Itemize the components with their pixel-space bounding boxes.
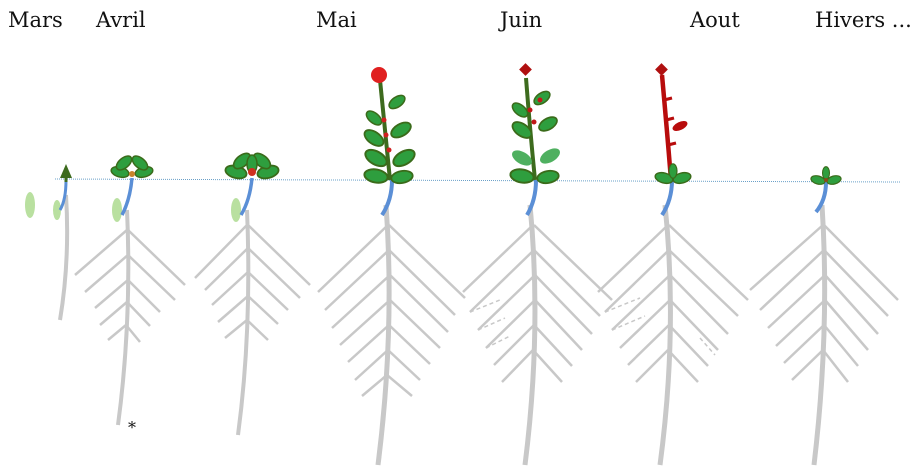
root-main [236, 209, 251, 436]
dead-roots [604, 297, 716, 356]
seed-right [53, 200, 61, 220]
label-aout: Aout [690, 8, 740, 32]
hypocotyl [525, 179, 538, 217]
root-main [657, 204, 673, 466]
ground-line [54, 178, 901, 183]
label-avril: Avril [96, 8, 146, 32]
root-main [811, 204, 828, 466]
rosette [109, 152, 155, 180]
seed [112, 198, 122, 222]
root-branches [317, 224, 466, 397]
root-branches [597, 224, 749, 383]
label-hivers: Hivers ... [815, 8, 912, 32]
hypocotyl [380, 179, 394, 217]
seed-pods [527, 97, 543, 125]
stem-leaves [508, 87, 561, 186]
plant-aout [597, 63, 749, 466]
plant-mars [25, 164, 72, 321]
root-main [375, 204, 392, 466]
seed-head-icon [519, 63, 532, 76]
dry-leaf [672, 121, 688, 131]
seed [231, 198, 241, 222]
plant-juin [462, 63, 613, 466]
hypocotyl [239, 177, 254, 216]
seed-pods [381, 117, 392, 153]
dry-stem-nubs [663, 96, 677, 147]
hypocotyl [120, 177, 134, 216]
root-branches [462, 224, 613, 383]
root-branches [749, 224, 899, 383]
shoot-arrow-icon [60, 164, 72, 178]
root-main [58, 194, 70, 321]
hypocotyl [660, 179, 674, 217]
dry-seed-head-icon [655, 63, 668, 76]
root-main [116, 209, 131, 426]
small-rosette [809, 166, 843, 187]
seed-left [25, 192, 35, 218]
plant-hivers [749, 166, 899, 466]
plant-rosette-large [194, 149, 311, 436]
plant-avril [74, 152, 186, 426]
label-mars: Mars [8, 8, 63, 32]
label-juin: Juin [500, 8, 543, 32]
dead-roots [469, 299, 511, 349]
asterisk-note: * [128, 418, 136, 437]
stem [378, 79, 392, 181]
plant-mai [317, 67, 466, 466]
root-main [522, 204, 538, 466]
root-branches [74, 229, 186, 343]
rosette [223, 149, 281, 182]
label-mai: Mai [316, 8, 357, 32]
hypocotyl [58, 179, 68, 211]
hypocotyl [814, 181, 828, 214]
dry-stem [659, 74, 674, 181]
flower-icon [371, 67, 387, 83]
root-branches [194, 224, 311, 341]
